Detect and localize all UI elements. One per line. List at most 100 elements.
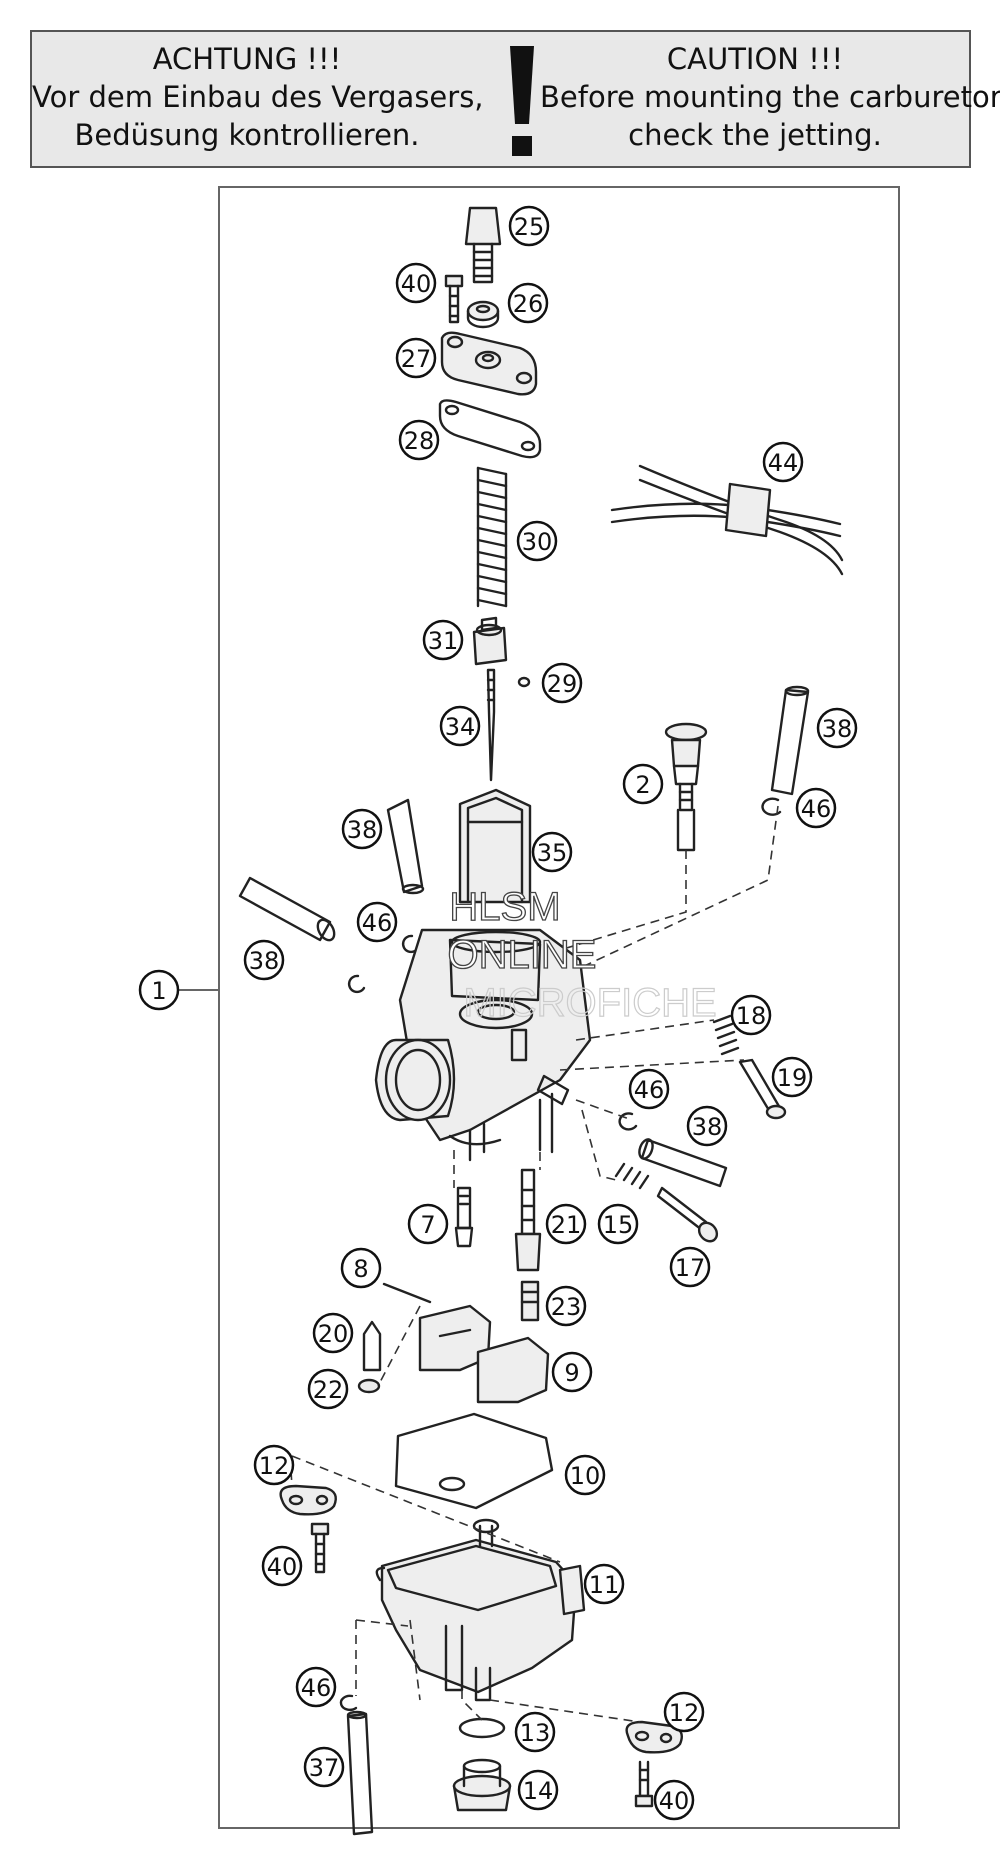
callout-11: 11 <box>583 1563 625 1605</box>
svg-text:12: 12 <box>259 1452 290 1480</box>
callout-30: 30 <box>516 520 558 562</box>
watermark-line-2: ONLINE <box>448 933 597 977</box>
callout-12-upper: 12 <box>253 1444 295 1486</box>
part-vent-hose-right <box>770 685 810 796</box>
callout-46-middle: 46 <box>628 1068 670 1110</box>
part-float-pin <box>382 1282 432 1304</box>
part-air-screw-spring <box>614 1162 650 1190</box>
svg-text:46: 46 <box>634 1076 665 1104</box>
german-line-2: Bedüsung kontrollieren. <box>74 118 420 152</box>
callout-12-lower: 12 <box>663 1691 705 1733</box>
callout-46-lower: 46 <box>295 1666 337 1708</box>
part-vent-hose-left <box>238 876 336 942</box>
callout-29: 29 <box>541 662 583 704</box>
callout-40-lower: 40 <box>653 1779 695 1821</box>
english-line-1: Before mounting the carburetor, <box>540 80 1000 114</box>
part-needle-holder <box>472 616 508 666</box>
svg-text:46: 46 <box>301 1674 332 1702</box>
callout-10: 10 <box>564 1454 606 1496</box>
callout-38-lower: 38 <box>686 1105 728 1147</box>
part-float <box>418 1304 550 1404</box>
svg-text:38: 38 <box>249 947 280 975</box>
svg-text:1: 1 <box>151 977 166 1005</box>
part-air-screw <box>656 1186 719 1243</box>
part-needle-clip <box>517 676 531 688</box>
svg-text:15: 15 <box>603 1211 634 1239</box>
svg-text:13: 13 <box>520 1719 551 1747</box>
callout-31: 31 <box>422 619 464 661</box>
svg-text:25: 25 <box>514 213 545 241</box>
part-jet-needle <box>486 668 496 782</box>
part-bracket-screw-lower <box>634 1760 654 1808</box>
callout-8: 8 <box>340 1247 382 1289</box>
german-warning: ACHTUNG !!! Vor dem Einbau des Vergasers… <box>32 40 484 154</box>
svg-text:28: 28 <box>404 427 435 455</box>
svg-text:11: 11 <box>589 1571 620 1599</box>
part-hose-clip-middle <box>618 1112 638 1131</box>
svg-text:17: 17 <box>675 1254 706 1282</box>
svg-text:18: 18 <box>736 1002 767 1030</box>
callout-14: 14 <box>517 1769 559 1811</box>
callout-25: 25 <box>508 205 550 247</box>
part-drain-plug <box>452 1758 512 1812</box>
svg-text:46: 46 <box>801 795 832 823</box>
callout-27: 27 <box>395 337 437 379</box>
part-float-bowl <box>375 1518 586 1702</box>
part-choke-plunger <box>664 722 708 852</box>
callout-38-upper: 38 <box>341 808 383 850</box>
svg-text:34: 34 <box>445 713 476 741</box>
svg-text:31: 31 <box>428 627 459 655</box>
callout-40-top: 40 <box>395 262 437 304</box>
part-adjuster-screw <box>464 206 502 284</box>
diagram-frame <box>218 186 900 1829</box>
svg-text:40: 40 <box>267 1553 298 1581</box>
part-vent-hose-upper <box>386 798 425 895</box>
svg-text:38: 38 <box>822 715 853 743</box>
english-warning: CAUTION !!! Before mounting the carburet… <box>540 40 1000 154</box>
part-cable-tie <box>610 464 844 576</box>
part-idle-spring <box>712 1014 740 1056</box>
callout-46-upper-right: 46 <box>795 787 837 829</box>
svg-text:30: 30 <box>522 528 553 556</box>
callout-37: 37 <box>303 1746 345 1788</box>
callout-35: 35 <box>531 831 573 873</box>
exclamation-icon <box>510 46 534 156</box>
part-spring <box>476 466 508 608</box>
callout-44: 44 <box>762 441 804 483</box>
callout-21: 21 <box>545 1203 587 1245</box>
svg-text:2: 2 <box>635 771 650 799</box>
part-o-ring <box>458 1717 506 1739</box>
svg-text:26: 26 <box>513 290 544 318</box>
callout-17: 17 <box>669 1246 711 1288</box>
part-pilot-jet <box>454 1186 474 1248</box>
part-gasket <box>438 399 542 459</box>
part-main-jet <box>520 1280 540 1322</box>
english-heading: CAUTION !!! <box>666 42 844 76</box>
callout-9: 9 <box>551 1351 593 1393</box>
part-idle-screw <box>738 1058 787 1120</box>
part-hose-clip-right <box>761 797 782 816</box>
part-bracket-upper <box>279 1484 337 1516</box>
callout-15: 15 <box>597 1203 639 1245</box>
callout-38-upper-right: 38 <box>816 707 858 749</box>
part-float-needle <box>362 1320 382 1372</box>
callout-19: 19 <box>771 1056 813 1098</box>
callout-7: 7 <box>407 1203 449 1245</box>
callout-28: 28 <box>398 419 440 461</box>
part-carburetor-body <box>374 928 592 1162</box>
svg-text:40: 40 <box>401 270 432 298</box>
svg-text:20: 20 <box>318 1320 349 1348</box>
callout-18: 18 <box>730 994 772 1036</box>
part-bracket-lower <box>625 1720 683 1754</box>
svg-text:9: 9 <box>564 1359 579 1387</box>
svg-text:7: 7 <box>420 1211 435 1239</box>
svg-text:10: 10 <box>570 1462 601 1490</box>
svg-text:38: 38 <box>347 816 378 844</box>
callout-38-left: 38 <box>243 939 285 981</box>
svg-text:38: 38 <box>692 1113 723 1141</box>
svg-text:23: 23 <box>551 1293 582 1321</box>
part-top-cover <box>440 331 538 396</box>
watermark-line-1: HLSM <box>449 885 560 929</box>
watermark: MICROFICHE HLSM ONLINE <box>447 884 717 1025</box>
